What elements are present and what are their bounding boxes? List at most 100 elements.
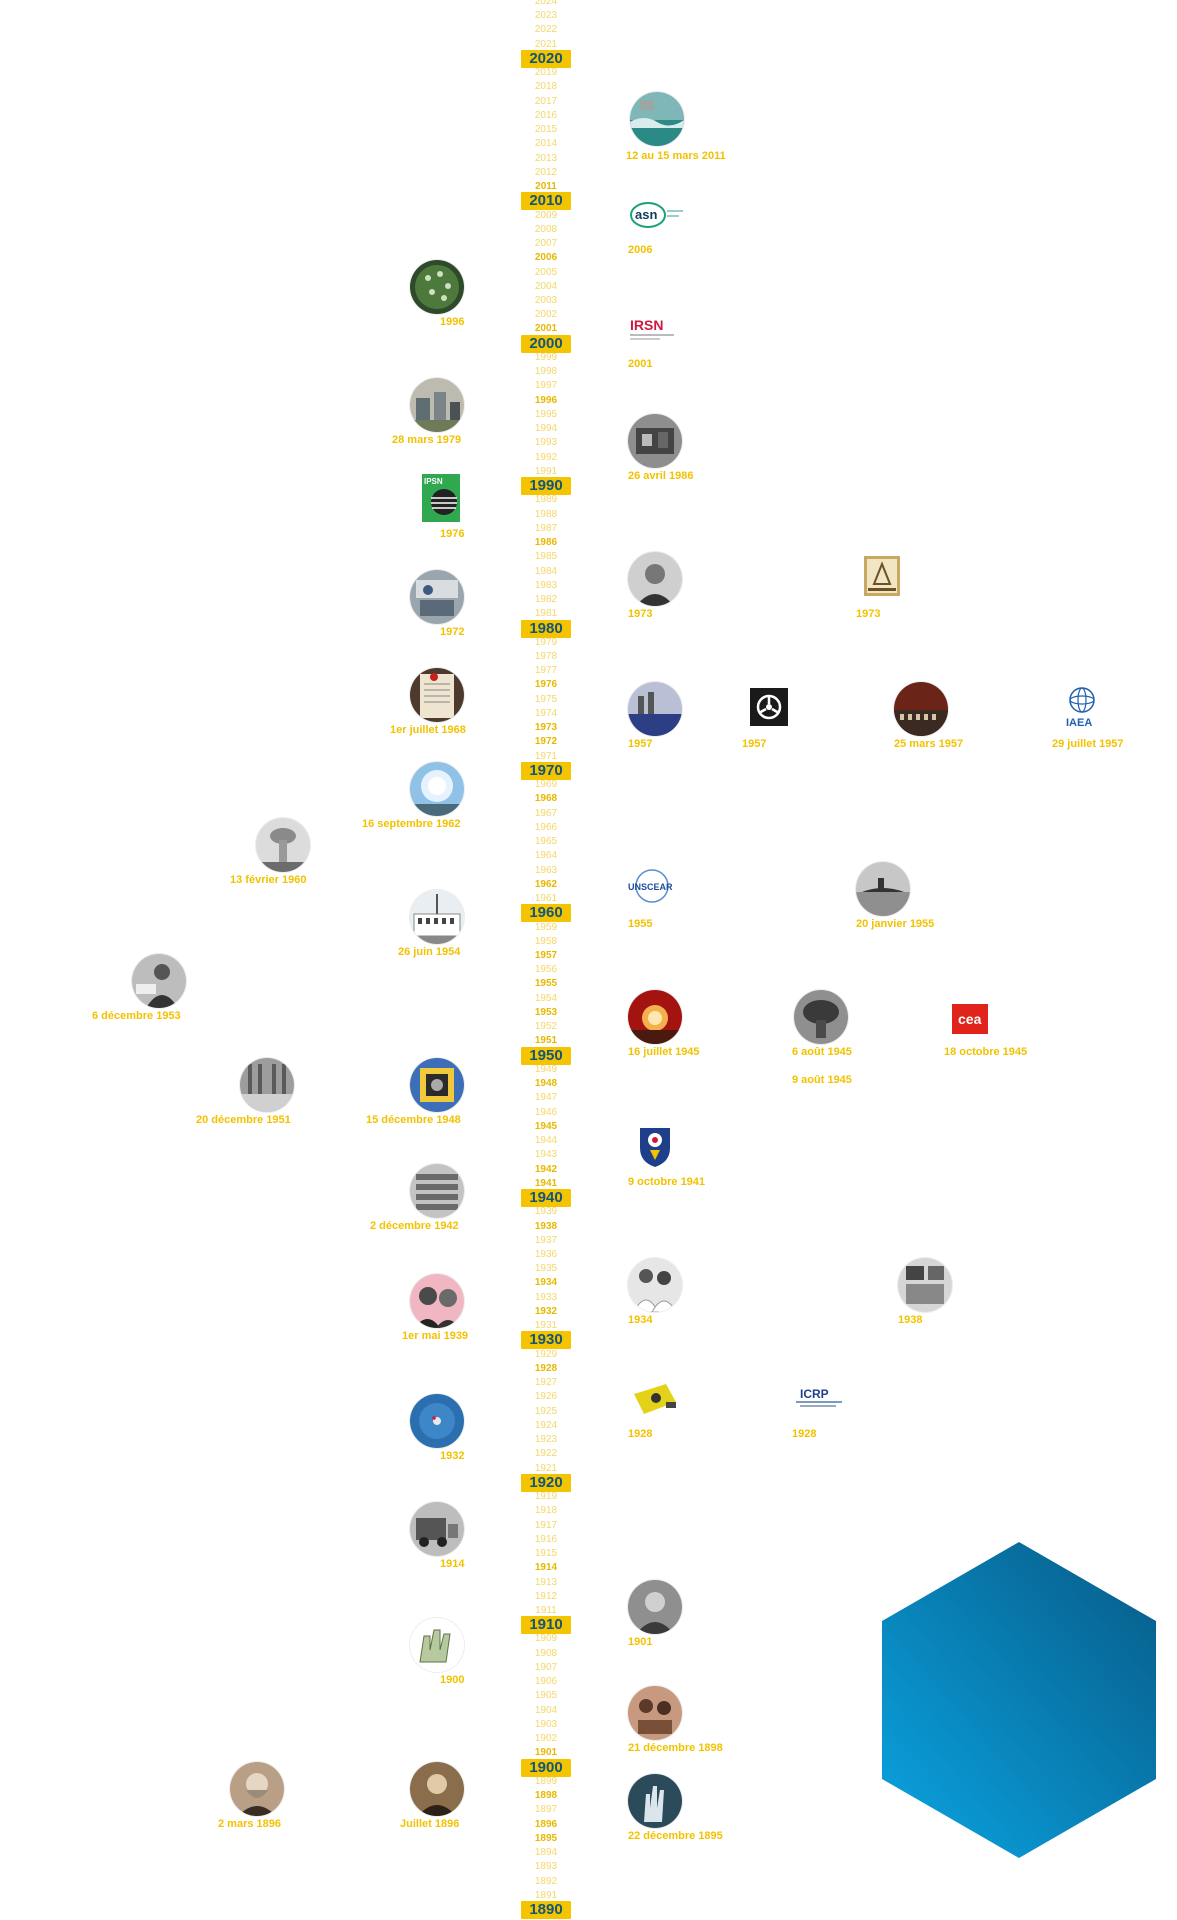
year-label[interactable]: 1942: [534, 1163, 558, 1175]
decade-marker[interactable]: 1950: [521, 1046, 571, 1065]
year-label[interactable]: 1963: [534, 864, 558, 876]
year-label[interactable]: 1909: [534, 1633, 558, 1645]
decade-marker[interactable]: 1940: [521, 1189, 571, 1208]
year-label[interactable]: 2017: [534, 95, 558, 107]
year-label[interactable]: 1983: [534, 579, 558, 591]
year-label[interactable]: 1908: [534, 1647, 558, 1659]
year-label[interactable]: 1975: [534, 693, 558, 705]
year-label[interactable]: 2013: [534, 152, 558, 164]
year-label[interactable]: 1918: [534, 1505, 558, 1517]
year-label[interactable]: 1998: [534, 366, 558, 378]
year-label[interactable]: 1899: [534, 1775, 558, 1787]
year-label[interactable]: 1901: [534, 1747, 558, 1759]
year-label[interactable]: 1913: [534, 1576, 558, 1588]
year-label[interactable]: 1956: [534, 964, 558, 976]
year-label[interactable]: 1965: [534, 836, 558, 848]
year-label[interactable]: 1921: [534, 1462, 558, 1474]
decade-marker[interactable]: 1910: [521, 1616, 571, 1635]
year-label[interactable]: 1895: [534, 1832, 558, 1844]
decade-marker[interactable]: 2020: [521, 49, 571, 68]
decade-marker[interactable]: 2000: [521, 334, 571, 353]
year-label[interactable]: 1992: [534, 451, 558, 463]
year-label[interactable]: 1995: [534, 408, 558, 420]
year-label[interactable]: 1915: [534, 1548, 558, 1560]
year-label[interactable]: 1903: [534, 1718, 558, 1730]
year-label[interactable]: 1916: [534, 1533, 558, 1545]
year-label[interactable]: 1905: [534, 1690, 558, 1702]
year-label[interactable]: 1972: [534, 736, 558, 748]
year-label[interactable]: 1935: [534, 1263, 558, 1275]
year-label[interactable]: 1974: [534, 707, 558, 719]
year-label[interactable]: 1922: [534, 1448, 558, 1460]
year-label[interactable]: 1936: [534, 1249, 558, 1260]
year-label[interactable]: 2004: [534, 280, 558, 292]
year-label[interactable]: 1906: [534, 1676, 558, 1688]
year-label[interactable]: 1937: [534, 1234, 558, 1246]
year-label[interactable]: 1968: [534, 793, 558, 805]
year-label[interactable]: 1907: [534, 1661, 558, 1673]
decade-marker[interactable]: 1920: [521, 1473, 571, 1492]
year-label[interactable]: 1938: [534, 1220, 558, 1232]
year-label[interactable]: 1928: [534, 1362, 558, 1374]
year-label[interactable]: 1911: [535, 1604, 557, 1616]
year-label[interactable]: 2007: [534, 238, 558, 250]
year-label[interactable]: 1979: [534, 636, 558, 648]
year-label[interactable]: 1943: [534, 1149, 558, 1161]
year-label[interactable]: 1914: [534, 1562, 558, 1574]
year-label[interactable]: 1962: [534, 878, 558, 890]
year-label[interactable]: 1898: [534, 1790, 558, 1802]
year-label[interactable]: 1953: [534, 1006, 558, 1018]
year-label[interactable]: 2001: [534, 323, 558, 335]
year-label[interactable]: 1971: [534, 750, 558, 762]
year-label[interactable]: 1945: [534, 1120, 558, 1132]
year-label[interactable]: 1939: [534, 1206, 558, 1218]
year-label[interactable]: 1927: [534, 1377, 558, 1389]
year-label[interactable]: 1973: [534, 722, 558, 734]
year-label[interactable]: 1958: [534, 935, 558, 947]
year-label[interactable]: 2011: [535, 181, 557, 193]
year-label[interactable]: 1999: [534, 351, 558, 363]
year-label[interactable]: 1991: [534, 465, 558, 477]
year-label[interactable]: 1969: [534, 779, 558, 791]
year-label[interactable]: 1926: [534, 1391, 558, 1403]
year-label[interactable]: 1931: [534, 1320, 558, 1332]
decade-marker[interactable]: 1890: [521, 1901, 571, 1919]
year-label[interactable]: 1944: [534, 1135, 558, 1147]
year-label[interactable]: 1954: [534, 992, 558, 1004]
decade-marker[interactable]: 1960: [521, 904, 571, 923]
year-label[interactable]: 1923: [534, 1434, 558, 1446]
year-label[interactable]: 2003: [534, 295, 558, 306]
year-label[interactable]: 1897: [534, 1804, 558, 1816]
year-label[interactable]: 1951: [534, 1035, 558, 1047]
year-label[interactable]: 2019: [534, 67, 558, 79]
year-label[interactable]: 1957: [534, 950, 558, 961]
year-label[interactable]: 1904: [534, 1704, 558, 1716]
year-label[interactable]: 1917: [534, 1519, 558, 1531]
decade-marker[interactable]: 1990: [521, 477, 571, 496]
year-label[interactable]: 1919: [534, 1491, 558, 1503]
year-label[interactable]: 1994: [534, 423, 558, 435]
year-label[interactable]: 1966: [534, 821, 558, 833]
decade-marker[interactable]: 1930: [521, 1331, 571, 1350]
year-label[interactable]: 2009: [534, 209, 558, 221]
year-label[interactable]: 1997: [534, 380, 558, 392]
year-label[interactable]: 2024: [534, 0, 558, 7]
year-label[interactable]: 2016: [534, 109, 558, 121]
year-label[interactable]: 1894: [534, 1847, 558, 1859]
year-label[interactable]: 1949: [534, 1063, 558, 1075]
year-label[interactable]: 1896: [534, 1818, 558, 1830]
year-label[interactable]: 1985: [534, 551, 558, 563]
year-label[interactable]: 1964: [534, 850, 558, 862]
decade-marker[interactable]: 2010: [521, 192, 571, 211]
year-label[interactable]: 2008: [534, 223, 558, 235]
year-label[interactable]: 2002: [534, 309, 558, 321]
year-label[interactable]: 2012: [534, 166, 558, 178]
year-label[interactable]: 1941: [534, 1177, 558, 1189]
year-label[interactable]: 1984: [534, 565, 558, 577]
year-label[interactable]: 2022: [534, 24, 558, 36]
year-label[interactable]: 1892: [534, 1875, 558, 1887]
year-label[interactable]: 1929: [534, 1348, 558, 1360]
year-label[interactable]: 1933: [534, 1291, 558, 1303]
year-label[interactable]: 1982: [534, 594, 558, 606]
year-label[interactable]: 2014: [534, 138, 558, 150]
